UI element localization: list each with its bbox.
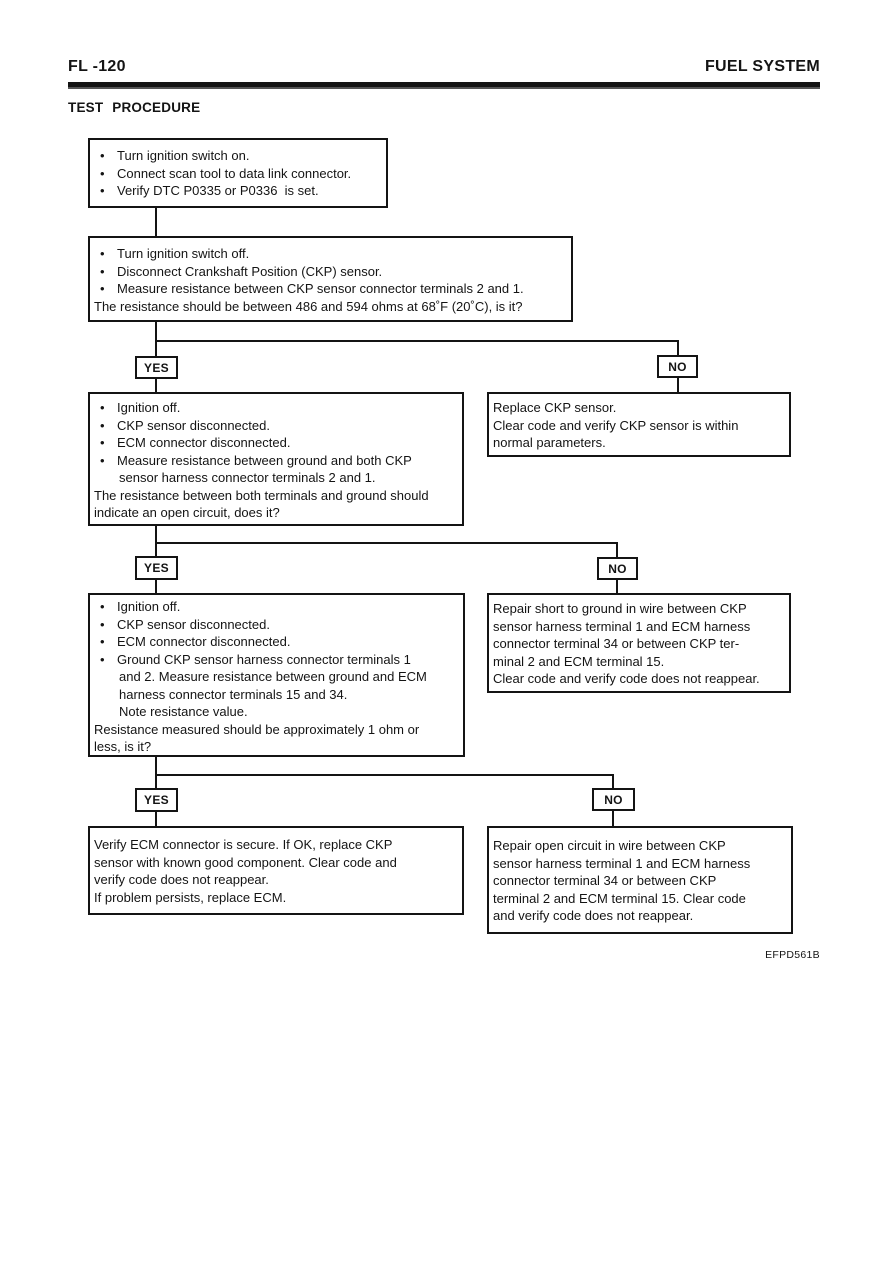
flow-box-line: Replace CKP sensor.	[493, 400, 617, 415]
flow-box-line: sensor harness terminal 1 and ECM harnes…	[493, 618, 751, 634]
flow-box-line: Verify ECM connector is secure. If OK, r…	[94, 837, 393, 852]
connector-line	[155, 812, 157, 826]
flow-box-line: •Measure resistance between CKP sensor c…	[100, 281, 524, 296]
flow-box-line: Note resistance value.	[119, 704, 248, 719]
flow-box-line: •Measure resistance between ground and b…	[100, 452, 412, 468]
connector-line	[155, 379, 157, 392]
connector-line	[155, 208, 157, 236]
connector-line	[155, 774, 614, 776]
flow-result-repair-short-to-ground: Repair short to ground in wire between C…	[487, 593, 791, 693]
flow-box-line: •Turn ignition switch on.	[100, 148, 250, 163]
flow-box-line: If problem persists, replace ECM.	[94, 889, 287, 905]
connector-line	[155, 757, 157, 788]
flow-box-line: •Ground CKP sensor harness connector ter…	[100, 651, 411, 667]
flow-box-line: connector terminal 34 or between CKP	[493, 873, 717, 888]
flow-box-line: •Turn ignition switch off.	[100, 246, 250, 261]
flow-box-line: sensor harness connector terminals 2 and…	[119, 470, 376, 485]
flow-box-line: •CKP sensor disconnected.	[100, 616, 270, 632]
flow-box-line: and 2. Measure resistance between ground…	[119, 669, 427, 684]
flow-box-line: connector terminal 34 or between CKP ter…	[493, 636, 740, 651]
bullet-marker: •	[100, 400, 105, 415]
flow-step-ground-open-circuit-check: •Ignition off.•CKP sensor disconnected.•…	[88, 392, 464, 526]
flow-box-line: •Verify DTC P0335 or P0336 is set.	[100, 183, 319, 198]
flow-box-line: •Connect scan tool to data link connecto…	[100, 165, 352, 181]
flow-box-line: normal parameters.	[493, 435, 606, 450]
procedure-heading: TEST PROCEDURE	[68, 100, 201, 115]
yes-label-2: YES	[135, 556, 178, 580]
flow-box-line: verify code does not reappear.	[94, 872, 269, 887]
connector-line	[677, 378, 679, 392]
yes-label-1: YES	[135, 356, 178, 379]
connector-line	[155, 580, 157, 593]
bullet-marker: •	[100, 452, 105, 468]
flow-result-replace-ckp-sensor: Replace CKP sensor. Clear code and verify…	[487, 392, 791, 457]
flow-box-line: minal 2 and ECM terminal 15.	[493, 653, 665, 669]
connector-line	[155, 340, 679, 342]
no-label-2: NO	[597, 557, 638, 580]
bullet-marker: •	[100, 651, 105, 667]
flow-box-line: indicate an open circuit, does it?	[94, 505, 280, 520]
flow-step-ckp-resistance-check: •Turn ignition switch off. •Disconnect Cr…	[88, 236, 573, 322]
page-number: FL -120	[68, 58, 126, 75]
flow-box-line: Resistance measured should be approximat…	[94, 721, 420, 737]
flow-box-line: terminal 2 and ECM terminal 15. Clear co…	[493, 890, 746, 906]
flow-box-line: •CKP sensor disconnected.	[100, 417, 270, 433]
flow-box-line: The resistance should be between 486 and…	[94, 298, 523, 314]
no-label-1: NO	[657, 355, 698, 378]
bullet-marker: •	[100, 599, 105, 614]
bullet-marker: •	[100, 417, 105, 433]
flow-box-line: •Ignition off.	[100, 400, 181, 415]
flow-box-line: Repair short to ground in wire between C…	[493, 601, 747, 616]
flow-box-line: Clear code and verify code does not reap…	[493, 671, 760, 686]
flow-box-line: and verify code does not reappear.	[493, 908, 694, 923]
section-title: FUEL SYSTEM	[704, 58, 820, 75]
flow-box-line: •ECM connector disconnected.	[100, 634, 291, 649]
flow-step-ecm-harness-resistance-check: •Ignition off.•CKP sensor disconnected.•…	[88, 593, 465, 757]
yes-label-3: YES	[135, 788, 178, 812]
no-label-3: NO	[592, 788, 635, 811]
figure-code: EFPD561B	[765, 949, 820, 961]
connector-line	[616, 580, 618, 593]
flow-box-line: •Disconnect Crankshaft Position (CKP) se…	[100, 263, 383, 279]
flow-box-line: harness connector terminals 15 and 34.	[119, 686, 348, 702]
bullet-marker: •	[100, 435, 105, 450]
connector-line	[155, 322, 157, 356]
bullet-marker: •	[100, 634, 105, 649]
bullet-marker: •	[100, 246, 105, 261]
connector-line	[612, 811, 614, 826]
bullet-marker: •	[100, 165, 105, 181]
connector-line	[155, 526, 157, 556]
bullet-marker: •	[100, 183, 105, 198]
flow-box-line: sensor harness terminal 1 and ECM harnes…	[493, 855, 751, 871]
connector-line	[616, 542, 618, 557]
flow-box-line: less, is it?	[94, 739, 152, 754]
bullet-marker: •	[100, 263, 105, 279]
flow-box-line: Repair open circuit in wire between CKP	[493, 838, 726, 853]
flow-result-verify-ecm-connector: Verify ECM connector is secure. If OK, r…	[88, 826, 464, 915]
connector-line	[612, 774, 614, 788]
flow-box-line: Clear code and verify CKP sensor is with…	[493, 417, 739, 433]
flow-box-line: •ECM connector disconnected.	[100, 435, 291, 450]
flow-step-verify-dtc: •Turn ignition switch on. •Connect scan t…	[88, 138, 388, 208]
flow-box-line: •Ignition off.	[100, 599, 181, 614]
flow-box-line: sensor with known good component. Clear …	[94, 854, 397, 870]
flow-box-line: The resistance between both terminals an…	[94, 487, 429, 503]
bullet-marker: •	[100, 616, 105, 632]
connector-line	[155, 542, 618, 544]
bullet-marker: •	[100, 281, 105, 296]
header-rule	[68, 82, 820, 89]
bullet-marker: •	[100, 148, 105, 163]
connector-line	[677, 340, 679, 355]
flow-result-repair-open-circuit: Repair open circuit in wire between CKP s…	[487, 826, 793, 934]
